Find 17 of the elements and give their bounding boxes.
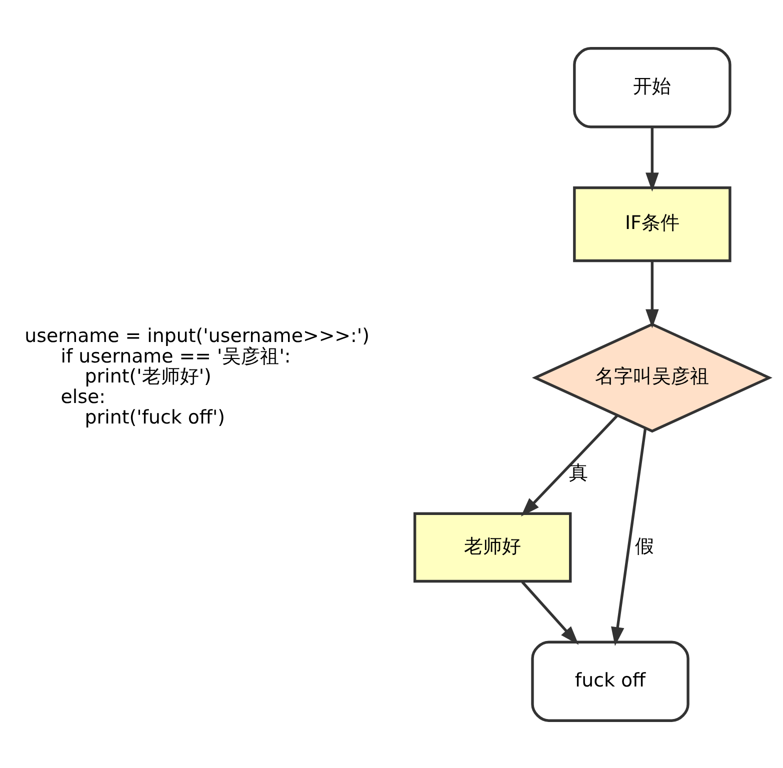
node-box: 老师好 (413, 512, 572, 582)
edge-label: 真 (568, 461, 588, 484)
arrow (646, 260, 659, 328)
label: print('fuck off') (84, 406, 226, 428)
node-box: fuck off (531, 640, 690, 722)
node-box: IF条件 (573, 186, 732, 262)
node-box: 开始 (573, 46, 732, 128)
arrow (520, 414, 618, 516)
label: username = input('username>>>:') (24, 324, 370, 347)
arrow (646, 126, 659, 192)
label: else: (60, 386, 106, 408)
edge-label: 假 (635, 534, 654, 557)
node-diamond: 名字叫吴彦祖 (532, 322, 772, 432)
arrow (611, 427, 647, 646)
arrow (521, 580, 579, 644)
label: print('老师好') (84, 365, 212, 388)
label: if username == '吴彦祖': (60, 344, 291, 367)
